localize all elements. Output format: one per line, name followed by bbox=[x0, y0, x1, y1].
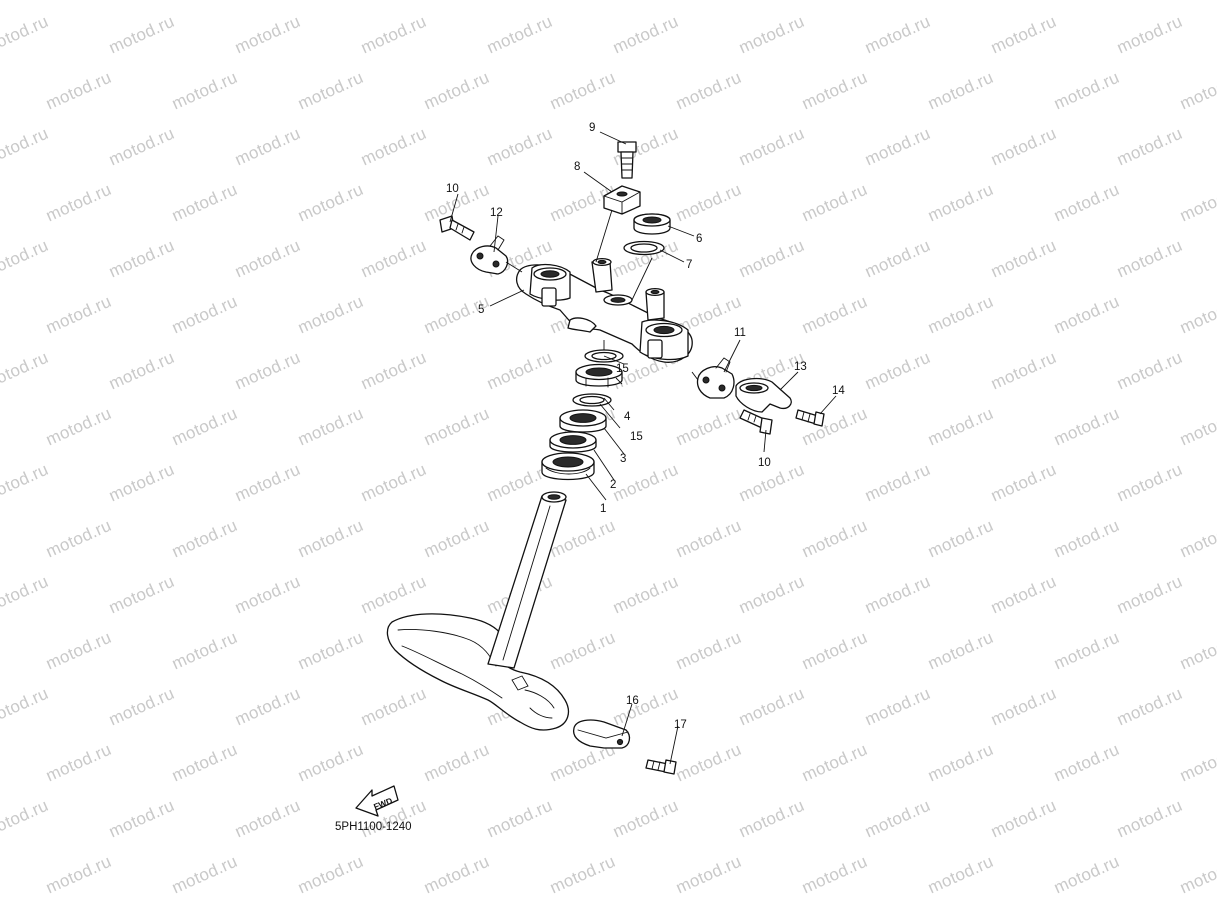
callout-5: 5 bbox=[478, 304, 484, 316]
lower-bearing bbox=[541, 452, 595, 481]
bracket-12 bbox=[470, 235, 509, 275]
callout-12: 12 bbox=[490, 207, 503, 219]
callout-6: 6 bbox=[696, 233, 702, 245]
callout-10-left: 10 bbox=[446, 183, 459, 195]
upper-bearing bbox=[559, 409, 607, 433]
callout-3: 3 bbox=[620, 453, 626, 465]
callout-17: 17 bbox=[674, 719, 687, 731]
washer-7 bbox=[623, 240, 665, 256]
steering-stem bbox=[487, 491, 567, 669]
callout-15-lower: 15 bbox=[630, 431, 643, 443]
bearing-stack bbox=[541, 349, 624, 481]
under-bracket-outline bbox=[386, 613, 570, 731]
upper-bracket bbox=[515, 257, 693, 363]
diagram-code: 5PH1100-1240 bbox=[335, 821, 412, 833]
lower-race bbox=[549, 431, 597, 453]
callout-4: 4 bbox=[624, 411, 631, 423]
washer-lower bbox=[572, 393, 612, 407]
callout-14: 14 bbox=[832, 385, 845, 397]
bolt-9 bbox=[617, 141, 637, 179]
clamp-13 bbox=[735, 377, 792, 413]
callout-15-upper: 15 bbox=[616, 363, 629, 375]
ring-nut bbox=[575, 363, 623, 388]
handlebar-holder-8 bbox=[603, 185, 641, 215]
callout-8: 8 bbox=[574, 161, 580, 173]
bolt-17 bbox=[645, 759, 677, 775]
leader-lines bbox=[449, 131, 837, 765]
nut-6 bbox=[633, 213, 671, 235]
callout-2: 2 bbox=[610, 479, 616, 491]
callout-labels: 9 bbox=[589, 122, 595, 134]
bracket-11 bbox=[696, 357, 735, 399]
callout-11: 11 bbox=[734, 327, 746, 339]
fwd-arrow: FWD bbox=[355, 785, 399, 817]
bolt-10-right bbox=[739, 409, 773, 435]
callout-labels-2: 8 10 12 6 7 5 11 13 15 14 4 15 10 3 2 1 … bbox=[446, 161, 845, 731]
bolt-10-left bbox=[439, 215, 475, 241]
callout-10-right: 10 bbox=[758, 457, 771, 469]
callout-7: 7 bbox=[686, 259, 692, 271]
callout-16: 16 bbox=[626, 695, 639, 707]
callout-9: 9 bbox=[589, 122, 595, 134]
bolt-14 bbox=[795, 409, 825, 427]
callout-1: 1 bbox=[600, 503, 606, 515]
callout-13: 13 bbox=[794, 361, 807, 373]
holder-16 bbox=[572, 719, 631, 749]
